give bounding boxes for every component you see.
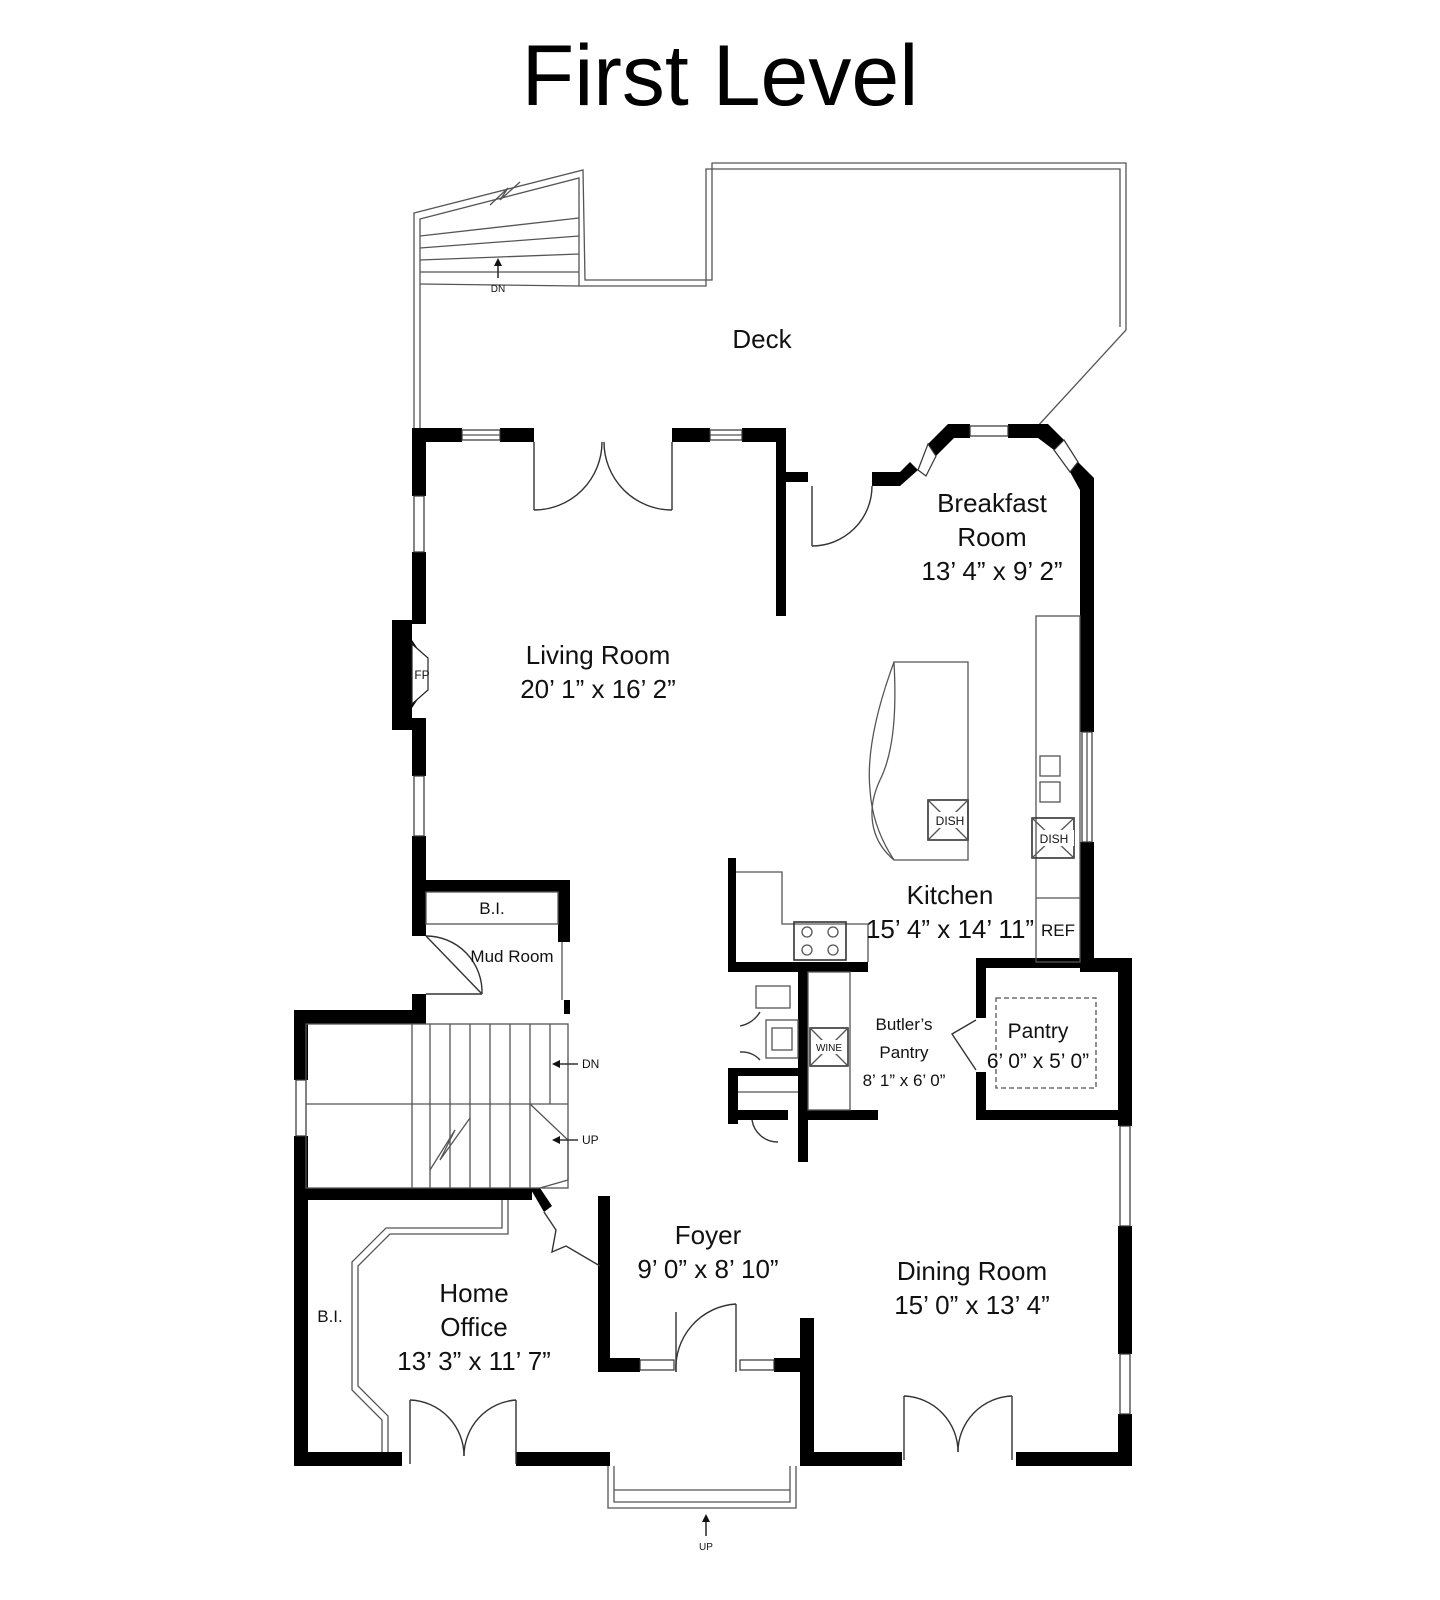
- stair-down-label: DN: [582, 1057, 599, 1071]
- kitchen-name: Kitchen: [907, 880, 994, 910]
- room-labels: Deck Living Room 20’ 1” x 16’ 2” Breakfa…: [397, 324, 1089, 1376]
- deck-down-label: DN: [491, 284, 505, 295]
- breakfast-room-name2: Room: [957, 522, 1026, 552]
- home-office-size: 13’ 3” x 11’ 7”: [397, 1346, 551, 1376]
- entry-stairs: [607, 1466, 797, 1536]
- butlers-pantry-name2: Pantry: [879, 1043, 929, 1062]
- mud-room-name: Mud Room: [470, 947, 553, 966]
- entry-up-label: UP: [699, 1542, 713, 1553]
- kitchen-range: [736, 871, 869, 962]
- home-office-name: Home: [439, 1278, 508, 1308]
- living-room-name: Living Room: [526, 640, 671, 670]
- dining-room-size: 15’ 0” x 13’ 4”: [894, 1290, 1050, 1320]
- walls: [294, 424, 1132, 1466]
- kitchen-counter-right: [1031, 615, 1081, 963]
- doors: [409, 441, 1013, 1464]
- deck-stairs: [419, 181, 580, 287]
- plan-title: First Level: [522, 28, 919, 124]
- butlers-pantry-name: Butler’s: [875, 1015, 932, 1034]
- living-room-size: 20’ 1” x 16’ 2”: [520, 674, 676, 704]
- office-builtin: [351, 1200, 509, 1452]
- dishwasher-island-label: DISH: [936, 814, 965, 828]
- kitchen-island: [868, 661, 969, 861]
- interior-stairs: [305, 1023, 578, 1189]
- wine-label: WINE: [816, 1043, 842, 1054]
- butlers-pantry-size: 8’ 1” x 6’ 0”: [863, 1071, 946, 1090]
- pantry-name: Pantry: [1008, 1020, 1069, 1043]
- stair-up-label: UP: [582, 1133, 599, 1147]
- fireplace-label: FP: [414, 668, 429, 682]
- windows: [295, 425, 1131, 1415]
- foyer-size: 9’ 0” x 8’ 10”: [637, 1254, 778, 1284]
- dining-room-name: Dining Room: [897, 1256, 1047, 1286]
- home-office-name2: Office: [440, 1312, 507, 1342]
- pantry-size: 6’ 0” x 5’ 0”: [987, 1050, 1089, 1073]
- deck-name: Deck: [732, 324, 792, 354]
- office-builtin-label: B.I.: [317, 1307, 343, 1326]
- breakfast-room-name: Breakfast: [937, 488, 1048, 518]
- refrigerator-label: REF: [1041, 921, 1075, 940]
- breakfast-room-size: 13’ 4” x 9’ 2”: [921, 556, 1062, 586]
- dishwasher-counter-label: DISH: [1040, 832, 1069, 846]
- deck-outline: [413, 162, 1127, 432]
- kitchen-size: 15’ 4” x 14’ 11”: [866, 914, 1034, 944]
- mud-builtin-label: B.I.: [479, 899, 505, 918]
- foyer-name: Foyer: [675, 1220, 742, 1250]
